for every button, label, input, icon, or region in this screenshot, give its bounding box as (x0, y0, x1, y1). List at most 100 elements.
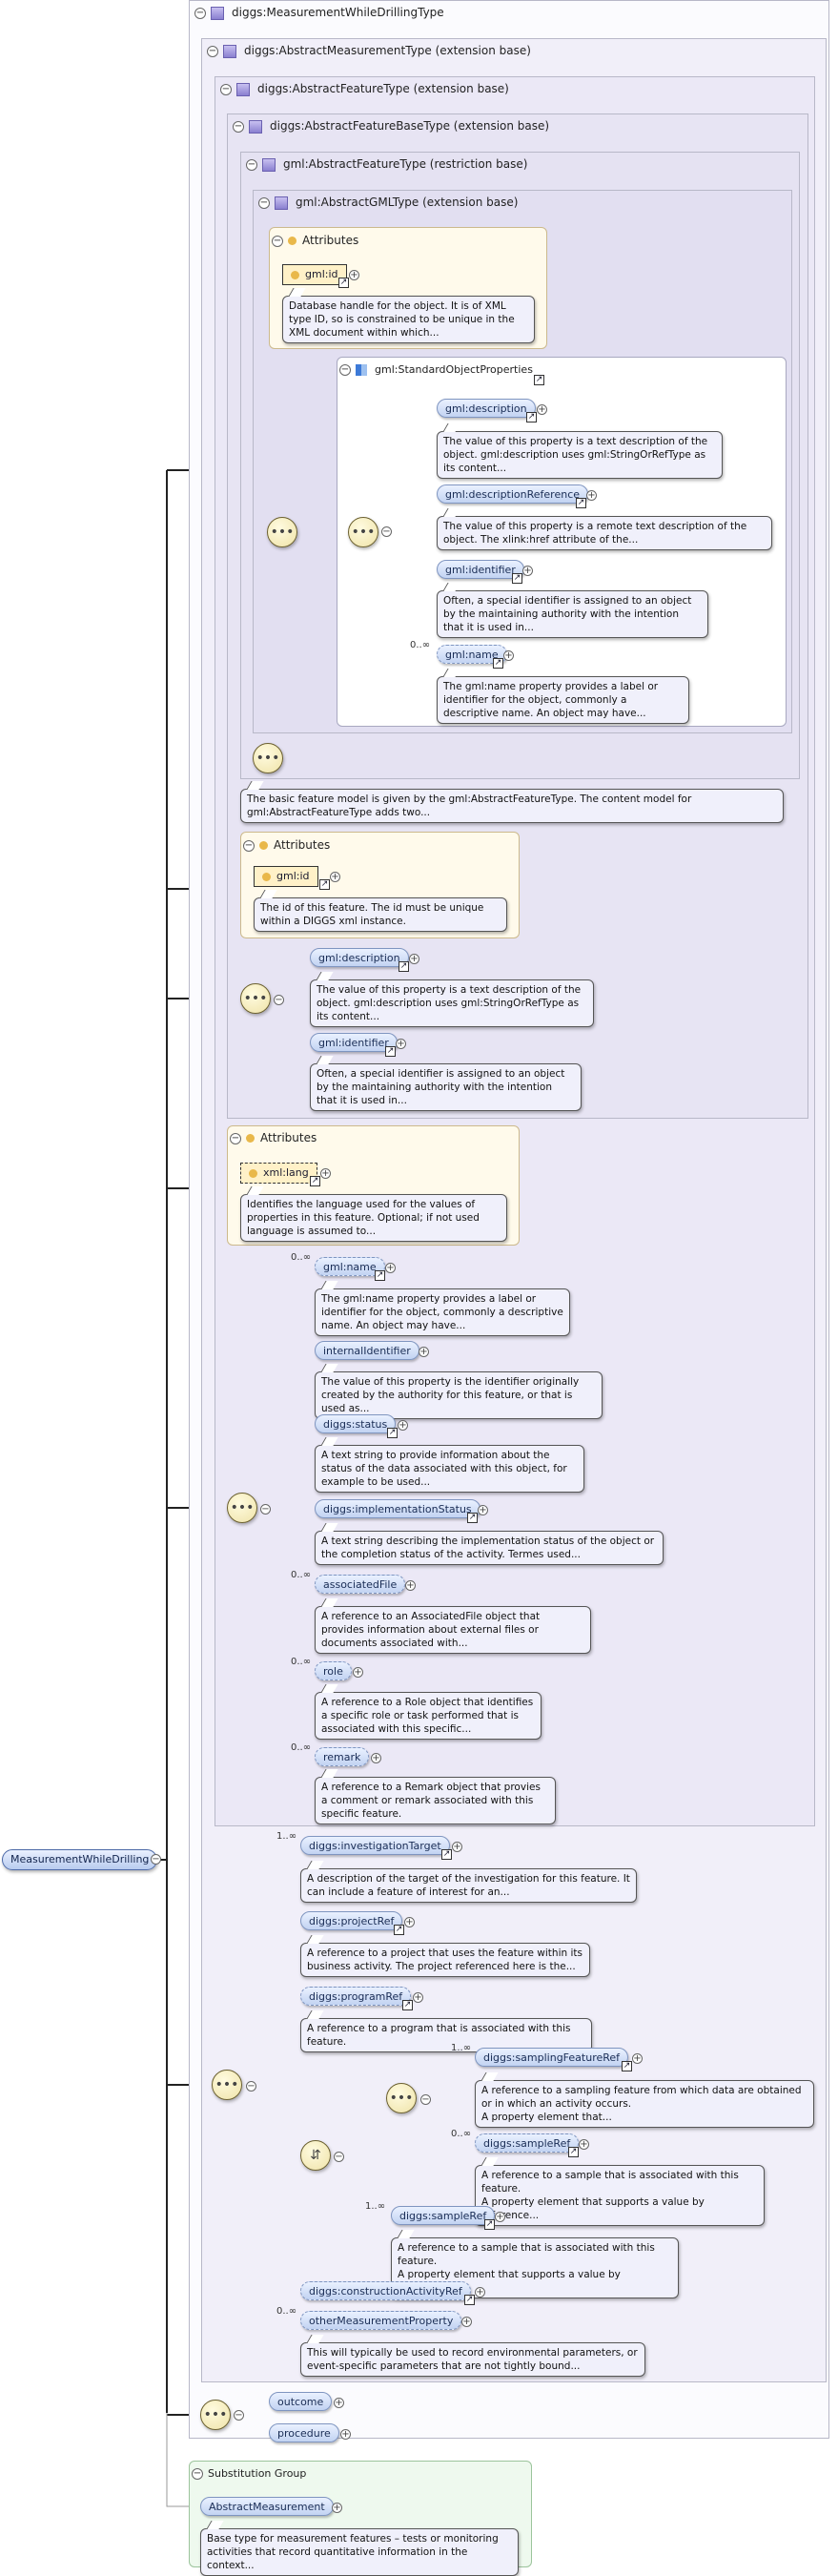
element-gml-description[interactable]: gml:description (310, 948, 409, 967)
link-icon[interactable]: ↗ (493, 658, 503, 669)
expand-icon[interactable]: + (405, 1580, 416, 1591)
choice-compositor[interactable]: ⇵ (300, 2140, 331, 2171)
expand-icon[interactable]: + (537, 404, 547, 415)
attribute-gml-id[interactable]: gml:id (254, 866, 318, 887)
link-icon[interactable]: ↗ (310, 1176, 320, 1186)
root-element[interactable]: MeasurementWhileDrilling (2, 1849, 158, 1870)
collapse-icon[interactable]: − (151, 1854, 161, 1865)
collapse-toggle[interactable]: − (207, 45, 218, 57)
element-gml-identifier[interactable]: gml:identifier (437, 560, 524, 579)
expand-icon[interactable]: + (632, 2053, 643, 2064)
element-diggs-investigation-target[interactable]: diggs:investigationTarget (300, 1836, 450, 1855)
expand-icon[interactable]: + (452, 1842, 462, 1852)
element-diggs-implementation-status[interactable]: diggs:implementationStatus (315, 1499, 480, 1518)
element-procedure[interactable]: procedure (269, 2423, 339, 2442)
element-diggs-construction-activity-ref[interactable]: diggs:constructionActivityRef (300, 2281, 471, 2300)
expand-icon[interactable]: + (334, 2398, 344, 2408)
attribute-gml-id[interactable]: gml:id (282, 264, 347, 285)
link-icon[interactable]: ↗ (622, 2061, 632, 2071)
sequence-compositor[interactable]: ••• (386, 2083, 417, 2113)
expand-icon[interactable]: + (579, 2139, 589, 2150)
element-gml-name[interactable]: gml:name (437, 645, 507, 664)
expand-icon[interactable]: + (385, 1263, 396, 1273)
sequence-compositor[interactable]: ••• (267, 517, 297, 547)
link-icon[interactable]: ↗ (385, 1046, 396, 1057)
expand-icon[interactable]: + (332, 2503, 342, 2513)
collapse-toggle[interactable]: − (258, 196, 270, 209)
element-remark[interactable]: remark (315, 1747, 370, 1766)
collapse-toggle[interactable]: − (272, 235, 283, 247)
element-internal-identifier[interactable]: internalIdentifier (315, 1341, 419, 1360)
collapse-icon[interactable]: − (334, 2152, 344, 2162)
expand-icon[interactable]: + (586, 490, 597, 501)
link-icon[interactable]: ↗ (402, 2000, 413, 2010)
element-abstract-measurement[interactable]: AbstractMeasurement (200, 2497, 334, 2516)
link-icon[interactable]: ↗ (467, 1513, 478, 1523)
collapse-icon[interactable]: − (420, 2094, 431, 2105)
collapse-icon[interactable]: − (381, 526, 392, 537)
element-gml-description[interactable]: gml:description (437, 399, 536, 418)
expand-icon[interactable]: + (320, 1168, 331, 1179)
element-diggs-sampling-feature-ref[interactable]: diggs:samplingFeatureRef (475, 2048, 629, 2067)
sequence-compositor[interactable]: ••• (240, 983, 271, 1014)
element-associated-file[interactable]: associatedFile (315, 1575, 406, 1594)
element-gml-identifier[interactable]: gml:identifier (310, 1033, 398, 1052)
element-other-measurement-property[interactable]: otherMeasurementProperty (300, 2311, 462, 2330)
expand-icon[interactable]: + (340, 2429, 351, 2440)
expand-icon[interactable]: + (404, 1917, 415, 1927)
expand-icon[interactable]: + (495, 2212, 505, 2222)
expand-icon[interactable]: + (461, 2317, 472, 2327)
link-icon[interactable]: ↗ (576, 498, 586, 508)
collapse-toggle[interactable]: − (246, 158, 257, 171)
collapse-toggle[interactable]: − (339, 364, 351, 376)
element-diggs-sample-ref[interactable]: diggs:sampleRef (475, 2133, 580, 2153)
collapse-toggle[interactable]: − (192, 2468, 203, 2480)
link-icon[interactable]: ↗ (338, 278, 349, 288)
expand-icon[interactable]: + (396, 1039, 406, 1049)
collapse-toggle[interactable]: − (243, 839, 255, 852)
sequence-compositor[interactable]: ••• (348, 517, 378, 547)
link-icon[interactable]: ↗ (568, 2147, 579, 2157)
link-icon[interactable]: ↗ (394, 1925, 404, 1935)
sequence-compositor[interactable]: ••• (200, 2400, 231, 2430)
collapse-icon[interactable]: − (234, 2410, 244, 2421)
expand-icon[interactable]: + (478, 1505, 488, 1515)
link-icon[interactable]: ↗ (484, 2219, 495, 2230)
expand-icon[interactable]: + (522, 566, 533, 576)
element-diggs-status[interactable]: diggs:status (315, 1414, 397, 1433)
element-diggs-project-ref[interactable]: diggs:projectRef (300, 1911, 403, 1930)
element-role[interactable]: role (315, 1661, 352, 1680)
expand-icon[interactable]: + (353, 1667, 363, 1678)
expand-icon[interactable]: + (503, 650, 514, 661)
link-icon[interactable]: ↗ (464, 2295, 475, 2305)
expand-icon[interactable]: + (330, 872, 340, 882)
element-diggs-sample-ref[interactable]: diggs:sampleRef (391, 2206, 496, 2225)
expand-icon[interactable]: + (475, 2287, 485, 2298)
expand-icon[interactable]: + (413, 1992, 423, 2003)
collapse-icon[interactable]: − (246, 2081, 256, 2092)
sequence-compositor[interactable]: ••• (212, 2070, 242, 2100)
element-gml-name[interactable]: gml:name (315, 1257, 385, 1276)
sequence-compositor[interactable]: ••• (227, 1493, 257, 1523)
expand-icon[interactable]: + (371, 1753, 381, 1763)
link-icon[interactable]: ↗ (319, 879, 330, 890)
collapse-toggle[interactable]: − (220, 83, 232, 95)
collapse-icon[interactable]: − (274, 995, 284, 1005)
link-icon[interactable]: ↗ (534, 375, 544, 385)
element-gml-description-reference[interactable]: gml:descriptionReference (437, 484, 589, 504)
collapse-toggle[interactable]: − (194, 7, 206, 19)
collapse-toggle[interactable]: − (233, 120, 244, 133)
expand-icon[interactable]: + (409, 954, 419, 964)
sequence-compositor[interactable]: ••• (253, 743, 283, 773)
expand-icon[interactable]: + (349, 270, 359, 280)
link-icon[interactable]: ↗ (441, 1849, 452, 1860)
link-icon[interactable]: ↗ (512, 573, 522, 584)
collapse-icon[interactable]: − (260, 1504, 271, 1515)
attribute-xml-lang[interactable]: xml:lang (240, 1163, 317, 1184)
collapse-toggle[interactable]: − (230, 1132, 241, 1144)
element-outcome[interactable]: outcome (269, 2392, 333, 2411)
expand-icon[interactable]: + (398, 1420, 408, 1431)
link-icon[interactable]: ↗ (387, 1428, 398, 1438)
expand-icon[interactable]: + (419, 1347, 429, 1357)
link-icon[interactable]: ↗ (375, 1270, 385, 1281)
